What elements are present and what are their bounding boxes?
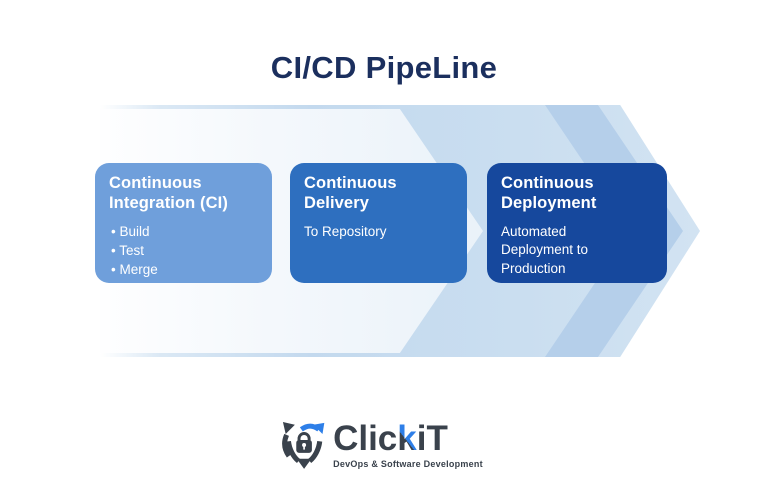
stage-detail-line: To Repository: [304, 223, 387, 239]
shield-lock-icon: [282, 422, 325, 469]
brand-wordmark: ClickiT: [333, 421, 483, 456]
stage-title-line: Continuous: [109, 174, 202, 192]
stage-detail-line: Production: [501, 260, 566, 276]
stage-title-line: Delivery: [304, 193, 370, 212]
stage-bullet-list: Build Test Merge: [109, 222, 258, 279]
stage-detail-line: Deployment to: [501, 242, 589, 258]
stage-title-line: Integration (CI): [109, 193, 228, 212]
bullet-item: Merge: [111, 260, 258, 279]
stage-title-line: Continuous: [304, 174, 397, 192]
stage-title-line: Continuous: [501, 174, 594, 192]
brand-text-block: ClickiT DevOps & Software Development: [333, 421, 483, 469]
arrow-down-icon: [296, 458, 312, 469]
brand-tagline: DevOps & Software Development: [333, 459, 483, 469]
bullet-item: Test: [111, 241, 258, 260]
padlock-icon: [296, 432, 312, 453]
stage-detail: Automated Deployment to Production: [501, 223, 653, 279]
wordmark-suffix: iT: [416, 419, 448, 458]
stage-detail: To Repository: [304, 223, 453, 242]
wordmark-k-accent: k: [397, 419, 417, 458]
stage-detail-line: Automated: [501, 223, 567, 239]
stage-title-line: Deployment: [501, 193, 597, 212]
diagram-title: CI/CD PipeLine: [270, 50, 498, 85]
wordmark-prefix: Clic: [333, 419, 398, 458]
arrow-up-left-icon: [282, 422, 295, 434]
brand-logo: ClickiT DevOps & Software Development: [281, 420, 483, 470]
bullet-item: Build: [111, 222, 258, 241]
